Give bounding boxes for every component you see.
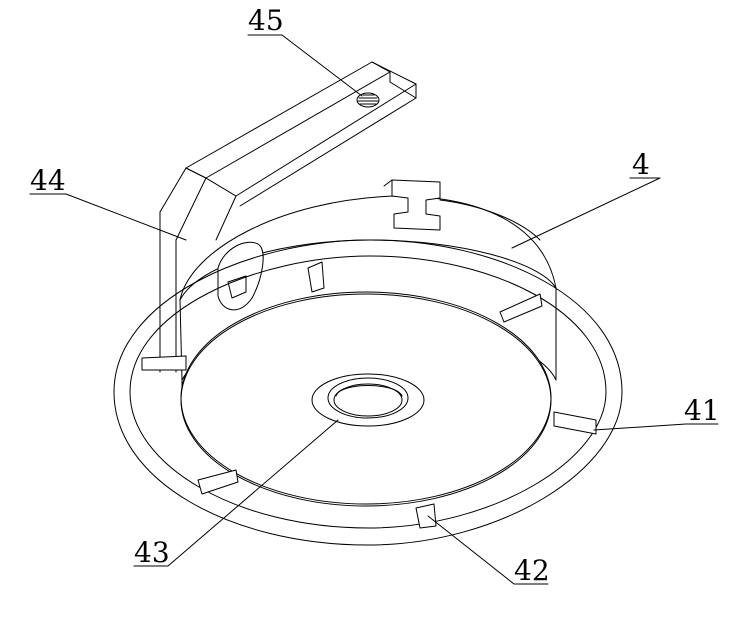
center-boss <box>311 373 425 427</box>
label-4: 4 <box>632 148 650 181</box>
outer-ring <box>113 239 623 546</box>
label-41: 41 <box>684 394 720 427</box>
mounting-bracket <box>159 61 417 373</box>
label-45: 45 <box>248 4 284 37</box>
screw <box>356 92 380 108</box>
callout-labels: 45 44 4 41 42 43 <box>30 4 720 587</box>
leader-lines <box>29 34 719 585</box>
housing <box>179 195 557 507</box>
label-42: 42 <box>514 554 550 587</box>
top-clip <box>383 179 441 231</box>
label-44: 44 <box>30 164 66 197</box>
ring-spokes <box>141 261 597 529</box>
side-window <box>217 241 264 311</box>
label-43: 43 <box>134 536 170 569</box>
